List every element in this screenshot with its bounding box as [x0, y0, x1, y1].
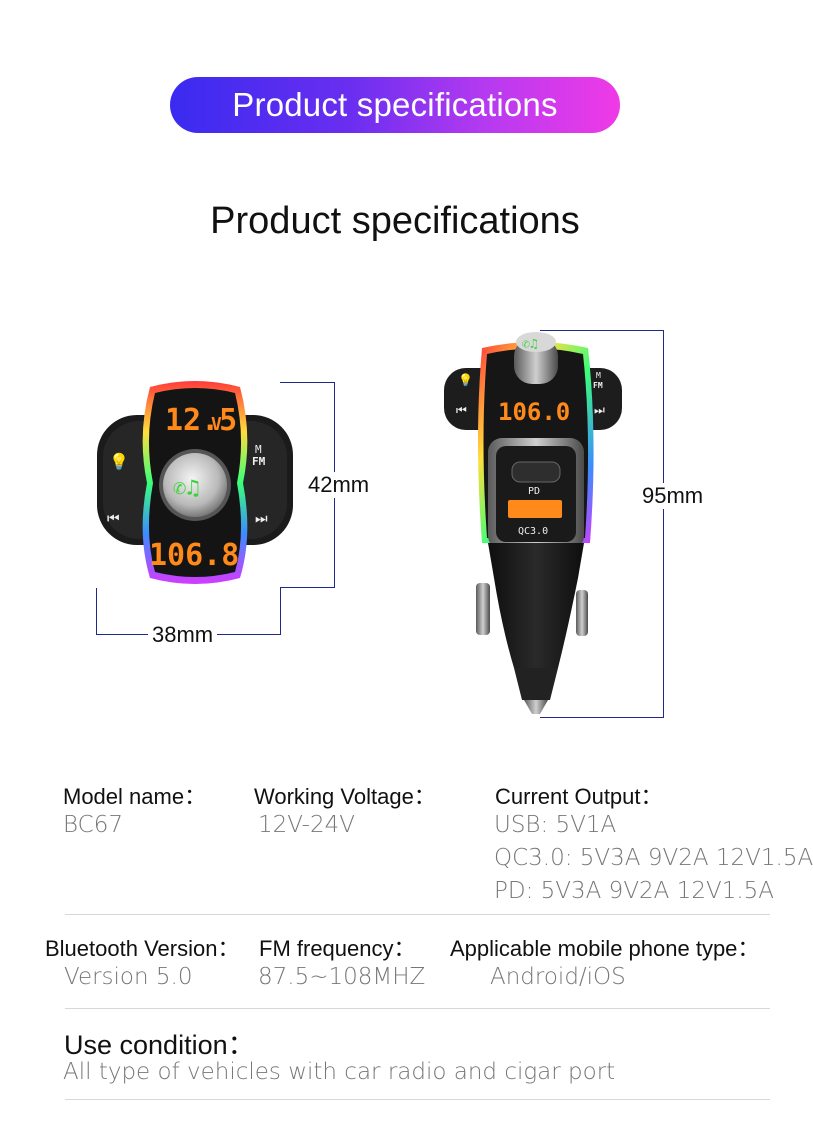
header-banner: Product specifications — [170, 77, 620, 133]
fm-value: 87.5~108MHZ — [258, 964, 426, 990]
side-height-label: 95mm — [638, 483, 708, 509]
output-line-qc: QC3.0: 5V3A 9V2A 12V1.5A — [494, 845, 813, 871]
output-line-usb: USB: 5V1A — [494, 812, 617, 838]
side-display: 106.0 — [498, 398, 570, 426]
model-value: BC67 — [63, 812, 123, 838]
device-front-image: 12.5 V 106.8 ✆♫ 💡 ⏮ M FM ⏭ — [97, 381, 293, 584]
front-display-bottom: 106.8 — [149, 538, 239, 573]
divider-1 — [65, 914, 770, 915]
light-icon: 💡 — [109, 452, 129, 471]
prev-track-icon: ⏮ — [107, 511, 120, 527]
side-mode-bottom: FM — [593, 381, 603, 390]
phone-music-icon: ✆♫ — [173, 476, 200, 501]
output-line-pd: PD: 5V3A 9V2A 12V1.5A — [494, 878, 775, 904]
model-label: Model name： — [63, 784, 207, 809]
port-pd-label: PD — [528, 486, 540, 497]
output-label: Current Output： — [495, 784, 663, 809]
side-height-line-bottom — [540, 717, 664, 718]
front-height-label: 42mm — [304, 472, 374, 498]
side-height-line-top — [540, 330, 664, 331]
phone-type-value: Android/iOS — [490, 964, 626, 990]
divider-3 — [65, 1099, 770, 1100]
next-track-icon: ⏭ — [255, 511, 268, 527]
port-qc-label: QC3.0 — [518, 526, 548, 537]
front-mode-bottom: FM — [252, 455, 266, 468]
use-label: Use condition： — [64, 1030, 255, 1060]
front-display-top: 12.5 — [165, 403, 237, 438]
front-height-line-top — [280, 382, 335, 383]
phone-type-label: Applicable mobile phone type： — [450, 936, 760, 961]
fm-label: FM frequency： — [259, 936, 416, 961]
use-value: All type of vehicles with car radio and … — [63, 1059, 616, 1085]
side-light-icon: 💡 — [458, 373, 473, 387]
front-mode-top: M — [255, 443, 262, 456]
front-display-top-unit: V — [211, 414, 222, 435]
voltage-label: Working Voltage： — [254, 784, 436, 809]
side-mode-top: M — [596, 371, 601, 380]
banner-text: Product specifications — [232, 86, 558, 123]
device-side-image: 106.0 PD QC3.0 ✆♫ 💡 ⏮ M FM ⏭ — [444, 332, 622, 714]
front-height-line-bottom — [280, 587, 335, 588]
side-prev-icon: ⏮ — [456, 403, 467, 417]
front-width-line-left — [96, 588, 97, 635]
side-phone-music-icon: ✆♫ — [522, 337, 538, 352]
voltage-value: 12V-24V — [258, 812, 355, 838]
divider-2 — [65, 1008, 770, 1009]
front-width-line-right — [280, 588, 281, 635]
side-next-icon: ⏭ — [594, 403, 605, 417]
bt-label: Bluetooth Version： — [45, 936, 240, 961]
side-height-line-vertical — [663, 330, 664, 718]
page-title: Product specifications — [210, 200, 580, 242]
bt-value: Version 5.0 — [64, 964, 193, 990]
front-width-label: 38mm — [148, 622, 218, 648]
